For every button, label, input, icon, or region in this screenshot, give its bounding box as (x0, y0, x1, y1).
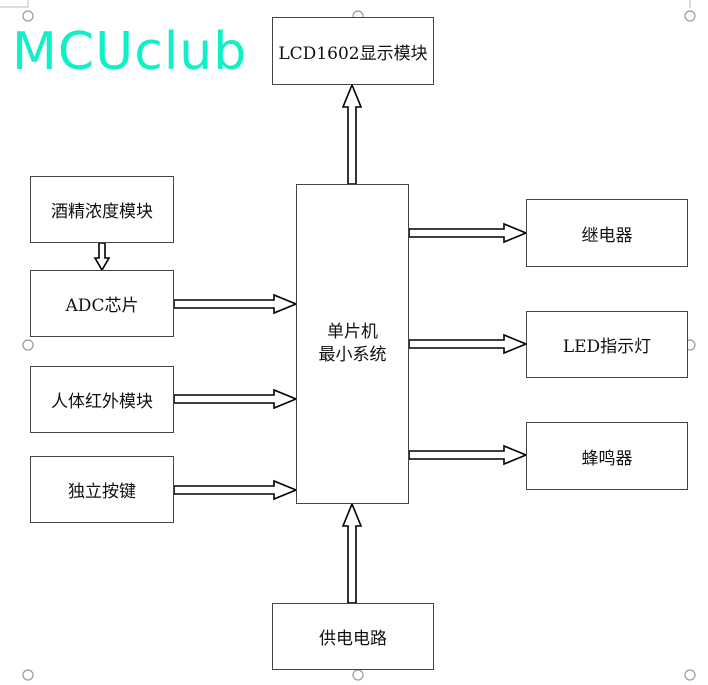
arrow-infrared-to-mcu (173, 388, 299, 410)
relay-module: 继电器 (526, 199, 688, 267)
mcuclub-logo: MCUclub (12, 22, 248, 82)
arrow-mcu-to-relay (408, 222, 529, 244)
arrow-power-to-mcu (341, 501, 363, 604)
lcd1602-display-module: LCD1602显示模块 (272, 17, 434, 85)
led-indicator: LED指示灯 (526, 311, 688, 378)
mcu-label-line1: 单片机 (327, 322, 378, 342)
arrow-keys-to-mcu (173, 479, 299, 501)
independent-keys: 独立按键 (30, 456, 174, 523)
infrared-label: 人体红外模块 (51, 392, 153, 412)
infrared-module: 人体红外模块 (30, 366, 174, 433)
buzzer-label: 蜂鸣器 (581, 448, 633, 469)
alcohol-sensor-module: 酒精浓度模块 (30, 176, 174, 243)
arrow-mcu-to-lcd (341, 82, 363, 185)
relay-label: 继电器 (581, 225, 633, 246)
arrow-mcu-to-buzzer (408, 444, 529, 466)
power-supply-circuit: 供电电路 (272, 603, 434, 670)
mcu-label-line2: 最小系统 (318, 345, 387, 365)
alcohol-label: 酒精浓度模块 (51, 202, 153, 222)
power-label: 供电电路 (319, 629, 387, 649)
keys-label: 独立按键 (68, 482, 136, 502)
mcu-minimum-system: 单片机最小系统 (296, 184, 409, 504)
lcd-label: LCD1602显示模块 (278, 43, 428, 64)
arrow-alcohol-to-adc (93, 242, 111, 272)
arrow-adc-to-mcu (173, 293, 299, 315)
arrow-mcu-to-led (408, 333, 529, 355)
adc-label: ADC芯片 (65, 296, 139, 316)
led-label: LED指示灯 (562, 337, 652, 357)
adc-chip: ADC芯片 (30, 270, 174, 337)
buzzer-module: 蜂鸣器 (526, 422, 688, 490)
